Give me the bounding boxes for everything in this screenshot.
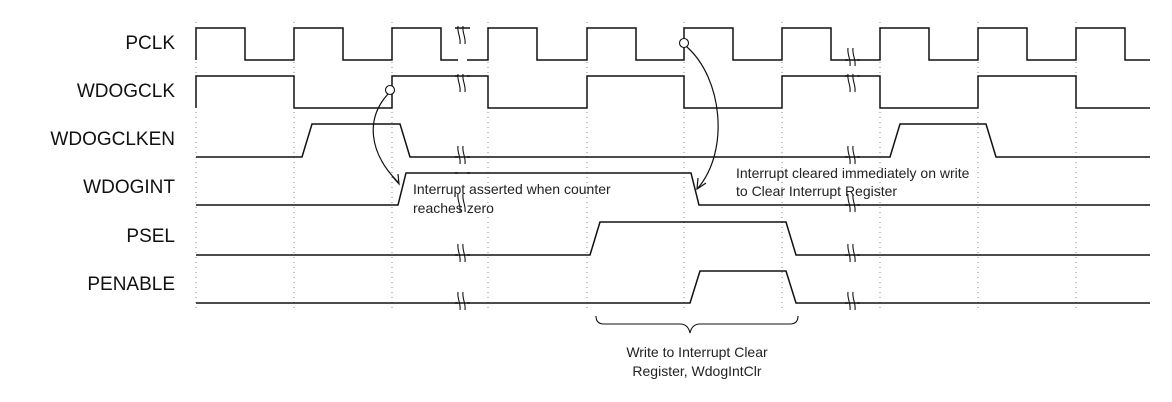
assert-annotation-line2: reaches zero xyxy=(413,200,494,216)
write-annotation-line1: Write to Interrupt Clear xyxy=(626,344,768,360)
signal-label-psel: PSEL xyxy=(126,226,175,247)
signal-label-wdogclk: WDOGCLK xyxy=(77,81,176,102)
signal-label-wdogclken: WDOGCLKEN xyxy=(50,129,175,150)
time-break-marker-2 xyxy=(845,22,860,314)
waveform-wdogint xyxy=(196,172,1150,206)
signal-label-wdogint: WDOGINT xyxy=(83,177,175,198)
waveform-pclk xyxy=(195,27,1150,61)
time-break-marker-1 xyxy=(455,22,470,314)
waveform-wdogclk xyxy=(195,75,1150,109)
assert-annotation-line1: Interrupt asserted when counter xyxy=(413,181,611,197)
signal-label-penable: PENABLE xyxy=(87,274,175,295)
assert-arrow xyxy=(372,84,400,186)
write-cycle-bracket xyxy=(595,315,799,334)
waveform-psel xyxy=(196,221,1150,256)
signal-label-pclk: PCLK xyxy=(125,33,175,54)
time-gridlines xyxy=(195,22,1077,312)
clear-arrow xyxy=(678,37,719,191)
waveform-wdogclken xyxy=(196,123,1150,158)
clear-annotation-line2: to Clear Interrupt Register xyxy=(736,183,897,199)
clear-annotation-line1: Interrupt cleared immediately on write xyxy=(736,165,970,181)
write-annotation-line2: Register, WdogIntClr xyxy=(632,363,761,379)
waveform-penable xyxy=(196,270,1150,304)
